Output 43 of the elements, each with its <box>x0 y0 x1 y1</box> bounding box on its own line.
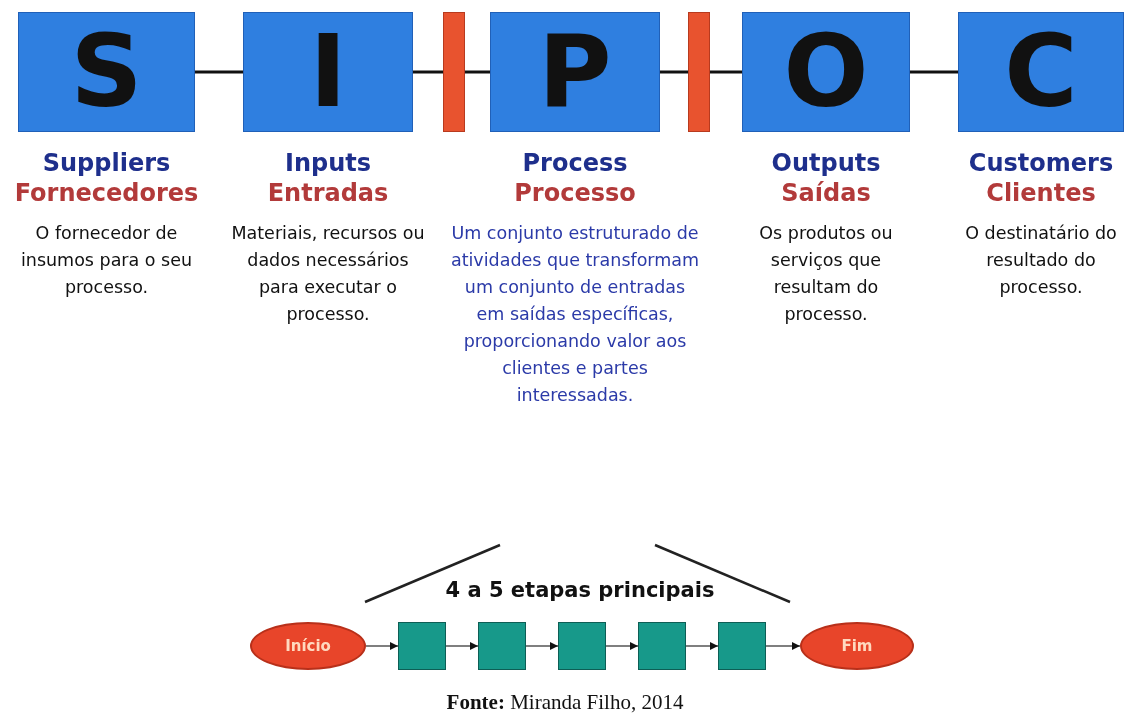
portuguese-heading: Entradas <box>267 178 389 208</box>
portuguese-heading: Processo <box>514 178 636 208</box>
portuguese-heading: Saídas <box>781 178 871 208</box>
connector-line <box>910 70 958 74</box>
description-text: O destinatário do resultado do processo. <box>964 222 1118 299</box>
english-heading: Outputs <box>771 148 881 178</box>
letter-box: P <box>490 12 660 132</box>
source-caption: Fonte: Miranda Filho, 2014 <box>445 690 685 715</box>
process-step-box <box>638 622 686 670</box>
connector-line <box>765 642 801 650</box>
terminal-label: Início <box>285 637 331 655</box>
connector-line <box>445 642 479 650</box>
process-step-box <box>558 622 606 670</box>
description-text: Os produtos ou serviços que resultam do processo. <box>758 222 894 326</box>
steps-label: 4 a 5 etapas principais <box>444 578 716 602</box>
connector-line <box>525 642 559 650</box>
letter-box: O <box>742 12 910 132</box>
separator-bar <box>688 12 710 132</box>
connector-line <box>465 70 490 74</box>
english-heading: Customers <box>968 148 1114 178</box>
english-heading: Inputs <box>284 148 371 178</box>
description-text: Materiais, recursos ou dados necessários para executar o processo. <box>230 222 426 326</box>
letter-box: S <box>18 12 195 132</box>
english-heading: Process <box>522 148 628 178</box>
connector-line <box>413 70 443 74</box>
connector-line <box>685 642 719 650</box>
connector-line <box>605 642 639 650</box>
letter-box: C <box>958 12 1124 132</box>
connector-line <box>710 70 742 74</box>
letter-box: I <box>243 12 413 132</box>
connector-line <box>365 642 399 650</box>
separator-bar <box>443 12 465 132</box>
process-step-box <box>478 622 526 670</box>
connector-line <box>195 70 243 74</box>
process-step-box <box>718 622 766 670</box>
connector-line <box>660 70 688 74</box>
english-heading: Suppliers <box>42 148 171 178</box>
description-text: Um conjunto estruturado de atividades que transformam um conjunto de entradas em saídas específicas, proporcionando valor aos clientes e partes interessadas. <box>450 222 700 407</box>
terminal-label: Fim <box>841 637 873 655</box>
process-step-box <box>398 622 446 670</box>
portuguese-heading: Clientes <box>986 178 1096 208</box>
description-text: O fornecedor de insumos para o seu processo. <box>19 222 194 299</box>
portuguese-heading: Fornecedores <box>14 178 199 208</box>
